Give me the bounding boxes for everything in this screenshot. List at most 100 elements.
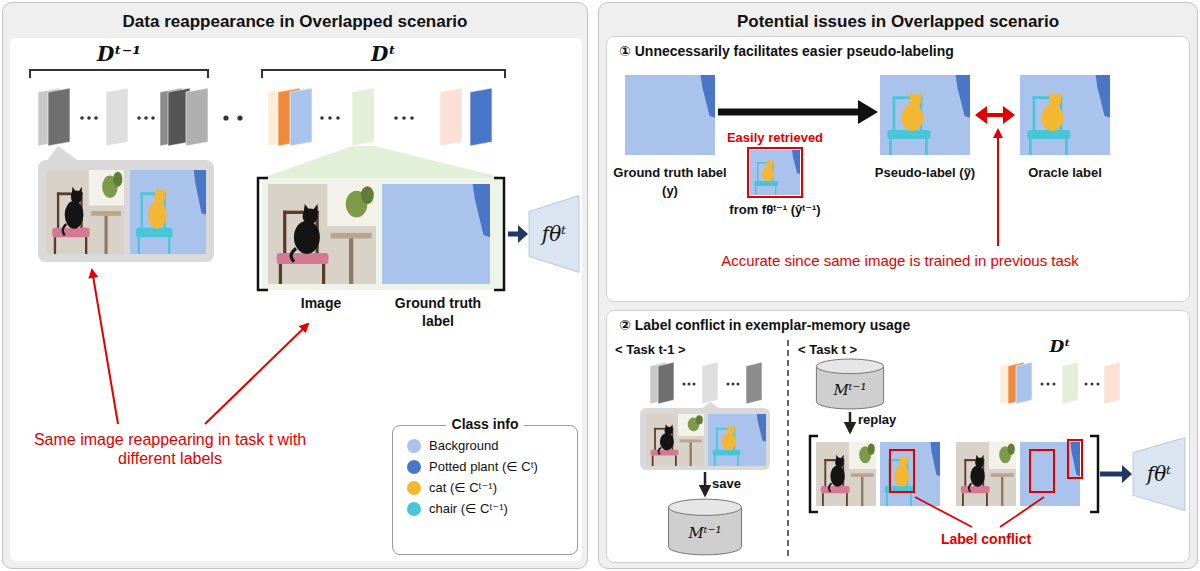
- label-holder: < Task t-1 >: [615, 340, 765, 358]
- dataset-symbol: Dᵗ⁻¹: [97, 42, 141, 66]
- arrow-label: replay: [858, 412, 896, 427]
- illustration-part: [223, 115, 228, 120]
- illustration-part: [1053, 383, 1056, 386]
- conflict-box: [1030, 450, 1054, 492]
- illustration-part: [106, 88, 128, 146]
- illustration-part: [394, 116, 398, 120]
- illustration-part: [1047, 383, 1050, 386]
- issue-heading: ② Label conflict in exemplar-memory usag…: [607, 311, 1189, 339]
- illustration-part: [737, 383, 740, 386]
- legend-row: cat (∈ Cᵗ⁻¹): [407, 480, 563, 495]
- flow-arrow-head: [858, 100, 878, 124]
- save-arrow: [704, 472, 707, 495]
- task-label: < Task t-1 >: [615, 342, 686, 357]
- input-arrow: [1100, 472, 1124, 477]
- divider-line: [787, 340, 789, 556]
- symbol-text: Mᵗ⁻¹: [834, 381, 867, 399]
- illustration-part: [186, 88, 208, 146]
- dataset-symbol: Dᵗ: [371, 42, 396, 66]
- label-holder: Label conflict: [916, 530, 1056, 548]
- scenario-panel: Potential issues in Overlapped scenario①…: [598, 2, 1198, 569]
- card-stack: [268, 88, 492, 146]
- card-stack: [650, 362, 762, 404]
- illustration-part: [1104, 362, 1120, 404]
- legend-swatch: [407, 502, 421, 516]
- dataset-bracket: [262, 70, 505, 78]
- cat-photo: [646, 414, 704, 466]
- illustration-part: [87, 116, 91, 120]
- illustration-part: [727, 383, 730, 386]
- legend-row: Background: [407, 438, 563, 453]
- label-holder: Ground truth label (y): [610, 163, 730, 199]
- annotation-text: Same image reappearing in task t with di…: [34, 431, 306, 467]
- label-holder: Same image reappearing in task t with di…: [18, 430, 322, 468]
- issue-panel: ② Label conflict in exemplar-memory usag…: [606, 310, 1190, 563]
- ellipsis-dots: [683, 383, 740, 386]
- task-label: < Task t >: [798, 342, 857, 357]
- subpanel-ground: [606, 310, 1190, 563]
- label-holder: Oracle label: [1012, 163, 1118, 181]
- legend-text: Potted plant (∈ Cᵗ): [429, 459, 538, 474]
- highlight-box: [748, 148, 802, 197]
- segmentation-label: [708, 414, 766, 466]
- segmentation-label: [1020, 75, 1110, 155]
- pointer-arrow: [92, 270, 118, 424]
- memory-cylinder: Mᵗ⁻¹: [815, 358, 885, 410]
- label-holder: replay: [858, 410, 928, 428]
- illustration-part: [137, 116, 141, 120]
- model-outline: [1133, 438, 1185, 511]
- cat-photo: [46, 170, 124, 254]
- dataset-bracket: [30, 70, 208, 78]
- legend-swatch: [407, 439, 421, 453]
- illustration-part: [290, 88, 312, 146]
- dataset-symbol: Dᵗ: [1049, 336, 1070, 356]
- card-stack: [38, 88, 208, 146]
- segmentation-label: [880, 442, 940, 506]
- symbol-text: fθᵗ: [542, 222, 566, 246]
- illustration-part: [1097, 383, 1100, 386]
- segmentation-label: [1020, 442, 1080, 506]
- label-holder: < Task t >: [798, 340, 928, 358]
- model-box: fθᵗ: [1132, 436, 1186, 512]
- conflict-box: [890, 450, 914, 492]
- label-holder: Accurate since same image is trained in …: [660, 252, 1140, 270]
- illustration-part: [440, 88, 462, 146]
- illustration-part: [402, 116, 406, 120]
- legend-row: Potted plant (∈ Cᵗ): [407, 459, 563, 474]
- arrow-label: save: [712, 476, 741, 491]
- label-holder: Image: [266, 294, 376, 312]
- pair-bracket: [258, 178, 268, 290]
- leader-line: [1000, 497, 1044, 527]
- pair-bracket: [810, 436, 818, 512]
- caption-text: Ground truth label (y): [613, 165, 726, 198]
- annotation-text: Label conflict: [941, 531, 1031, 547]
- illustration-part: [144, 116, 148, 120]
- pair-bracket: [1090, 436, 1098, 512]
- label-holder: Pseudo-label (ỹ): [858, 163, 992, 181]
- callout-funnel: [262, 146, 504, 178]
- legend-text: chair (∈ Cᵗ⁻¹): [429, 501, 508, 516]
- illustration-part: [746, 362, 762, 404]
- pair-bracket: [494, 178, 504, 290]
- illustration-part: [688, 383, 691, 386]
- illustration-part: [1091, 383, 1094, 386]
- card-stack: [1000, 362, 1120, 404]
- memory-cylinder: Mᵗ⁻¹: [667, 498, 743, 556]
- caption-text: Image: [301, 295, 341, 311]
- scenario-panel: Data reappearance in Overlapped scenario…: [2, 2, 588, 569]
- illustration-part: [94, 116, 98, 120]
- illustration-part: [320, 116, 324, 120]
- illustration-part: [48, 88, 70, 146]
- illustration-part: [470, 88, 492, 146]
- model-outline: [529, 196, 579, 273]
- illustration-part: [352, 88, 374, 146]
- pointer-arrow: [997, 130, 999, 246]
- panel-ground: [598, 2, 1198, 569]
- illustration-part: [410, 116, 414, 120]
- panel-inner: [10, 38, 582, 561]
- flow-arrow: [718, 109, 860, 116]
- panel-ground: [2, 2, 588, 569]
- cylinder-top: [816, 359, 883, 374]
- callout-box: [640, 408, 770, 470]
